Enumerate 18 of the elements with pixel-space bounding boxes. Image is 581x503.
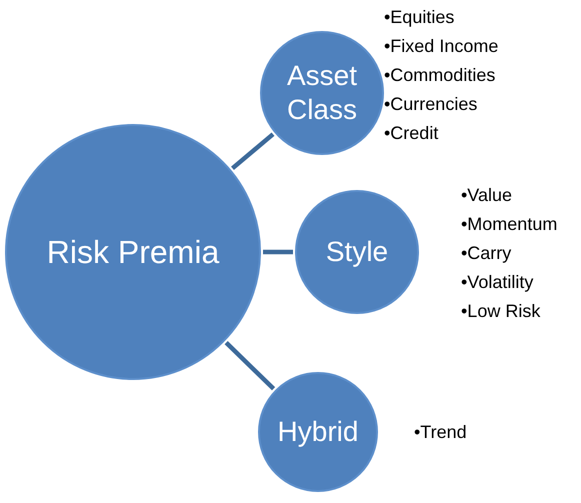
circle-label: Hybrid: [278, 415, 358, 449]
list-item: •Commodities: [384, 64, 496, 87]
circle-label: Style: [326, 235, 388, 269]
list-item: •Fixed Income: [384, 35, 498, 58]
connector-line: [231, 132, 274, 170]
circle-label: Risk Premia: [46, 232, 220, 272]
list-item: •Volatility: [461, 271, 534, 294]
list-item: •Currencies: [384, 93, 478, 116]
connector-line: [224, 341, 276, 390]
list-item: •Low Risk: [461, 300, 542, 323]
list-item: •Value: [461, 184, 514, 207]
list-item: •Credit: [384, 122, 440, 145]
connector-line: [263, 250, 293, 254]
circle-label: Asset Class: [286, 59, 358, 127]
list-item: •Equities: [384, 6, 456, 29]
list-item: •Carry: [461, 242, 512, 265]
list-item: •Momentum: [461, 213, 558, 236]
list-item: •Trend: [414, 421, 467, 444]
